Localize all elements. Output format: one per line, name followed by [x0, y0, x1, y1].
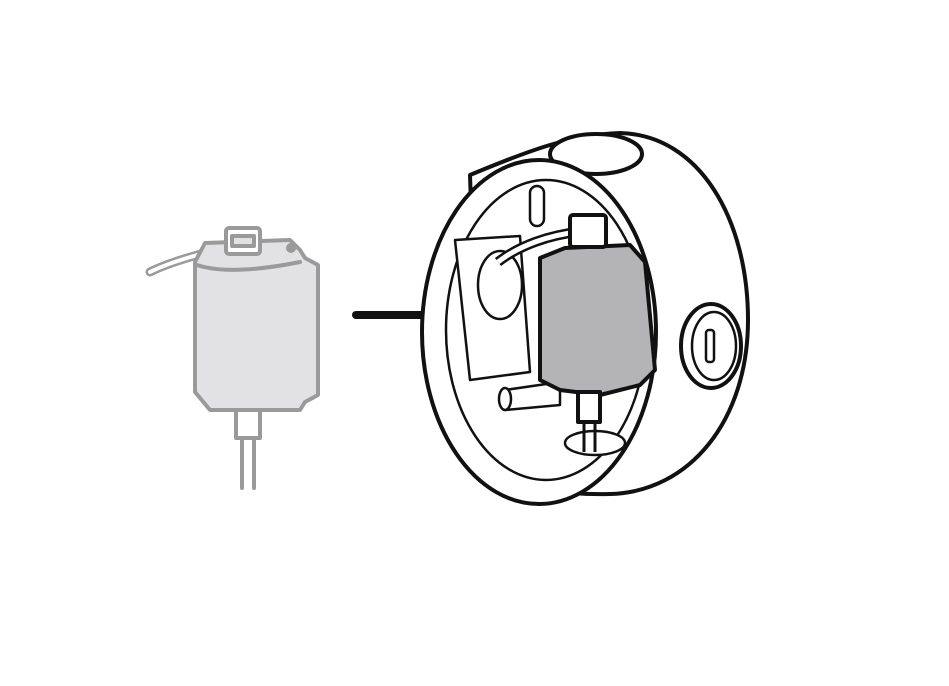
junction-box-icon [420, 131, 750, 506]
power-adapter-icon [145, 226, 320, 490]
